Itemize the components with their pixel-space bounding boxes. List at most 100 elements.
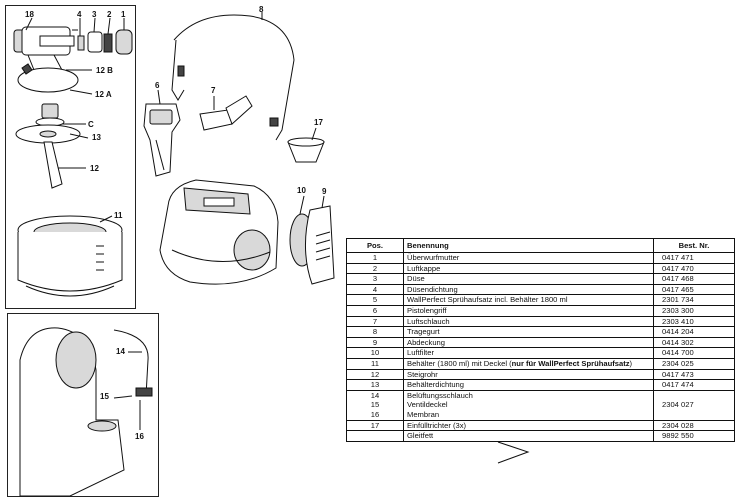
cell-name: Gleitfett <box>403 430 654 442</box>
cell-pos <box>346 430 404 442</box>
cell-order-number: 2304 025 <box>653 357 735 370</box>
cell-pos: 15 <box>346 400 404 410</box>
callout-6: 6 <box>155 81 160 90</box>
cell-pos: 13 <box>346 379 404 391</box>
callout-15: 15 <box>100 392 109 401</box>
cell-name: Luftschlauch <box>403 315 654 328</box>
cell-pos: 3 <box>346 273 404 285</box>
cell-pos: 5 <box>346 294 404 306</box>
cell-pos: 9 <box>346 336 404 349</box>
cell-name: Behälter (1800 ml) mit Deckel (nur für W… <box>403 357 654 370</box>
cell-pos: 11 <box>346 357 404 370</box>
cell-pos: 12 <box>346 368 404 381</box>
callout-12a: 12 A <box>95 90 112 99</box>
callout-16: 16 <box>135 432 144 441</box>
cell-order-number: 0414 302 <box>653 336 735 349</box>
cell-pos: 7 <box>346 315 404 328</box>
header-pos: Pos. <box>346 238 404 253</box>
strap-illustration <box>171 14 295 141</box>
callout-11: 11 <box>114 211 123 220</box>
cell-pos: 1 <box>346 252 404 264</box>
cell-name-bold-text: nur für WallPerfect Sprühaufsatz <box>511 358 630 368</box>
cell-pos: 4 <box>346 283 404 296</box>
cell-name: Luftkappe <box>403 262 654 275</box>
cell-name: Luftfilter <box>403 347 654 359</box>
callout-18: 18 <box>25 10 34 19</box>
cell-pos: 8 <box>346 326 404 338</box>
cell-name: WallPerfect Sprühaufsatz incl. Behälter … <box>403 294 654 306</box>
callout-c: C <box>88 120 94 129</box>
cell-pos: 2 <box>346 262 404 275</box>
callout-2: 2 <box>107 10 112 19</box>
header-name: Benennung <box>403 238 654 253</box>
cell-order-number: 2301 734 <box>653 294 735 306</box>
pistol-grip-illustration <box>143 103 181 177</box>
air-hose-piece-illustration <box>199 95 253 131</box>
cell-name: Abdeckung <box>403 336 654 349</box>
callout-3: 3 <box>92 10 97 19</box>
turbine-unit-illustration <box>159 179 279 285</box>
cell-pos: 14 <box>346 389 404 401</box>
cell-order-number: 9892 550 <box>653 430 735 442</box>
cell-name: Tragegurt <box>403 326 654 338</box>
callout-7: 7 <box>211 86 216 95</box>
callout-9: 9 <box>322 187 327 196</box>
callout-4: 4 <box>77 10 82 19</box>
cell-name: Ventildeckel <box>403 400 654 410</box>
container-illustration <box>17 215 123 297</box>
cell-name: Membran <box>403 409 654 421</box>
cell-pos: 6 <box>346 304 404 317</box>
funnel-illustration <box>287 137 325 163</box>
cell-name: Düse <box>403 273 654 285</box>
callout-12b: 12 B <box>96 66 113 75</box>
cell-order-number: 2303 300 <box>653 304 735 317</box>
cell-order-number: 0417 474 <box>653 379 735 391</box>
callout-10: 10 <box>297 186 306 195</box>
cell-pos: 17 <box>346 419 404 432</box>
callout-17: 17 <box>314 118 323 127</box>
header-order-number: Best. Nr. <box>653 238 735 253</box>
cell-name: Überwurfmutter <box>403 252 654 264</box>
cell-order-number: 0414 700 <box>653 347 735 359</box>
cell-order-number: 2303 410 <box>653 315 735 328</box>
cell-order-number: 0417 471 <box>653 252 735 264</box>
cell-pos: 16 <box>346 409 404 421</box>
callout-13: 13 <box>92 133 101 142</box>
riser-seal-illustration <box>15 103 81 189</box>
cell-order-number: 2304 028 <box>653 419 735 432</box>
callout-12: 12 <box>90 164 99 173</box>
cell-name: Einfülltrichter (3x) <box>403 419 654 432</box>
cell-order-number: 0417 470 <box>653 262 735 275</box>
filter-and-cover-illustration <box>289 205 335 285</box>
cell-order-number: 0417 473 <box>653 368 735 381</box>
cell-name: Belüftungsschlauch <box>403 389 654 401</box>
callout-8: 8 <box>259 5 264 14</box>
cell-name-text: Behälter (1800 ml) mit Deckel ( <box>407 358 512 368</box>
cell-order-number: 0417 468 <box>653 273 735 285</box>
cell-order-number: 0417 465 <box>653 283 735 296</box>
cell-pos: 10 <box>346 347 404 359</box>
cell-name-end-text: ) <box>629 358 633 368</box>
callout-14: 14 <box>116 347 125 356</box>
nozzle-assembly-illustration <box>13 26 133 93</box>
